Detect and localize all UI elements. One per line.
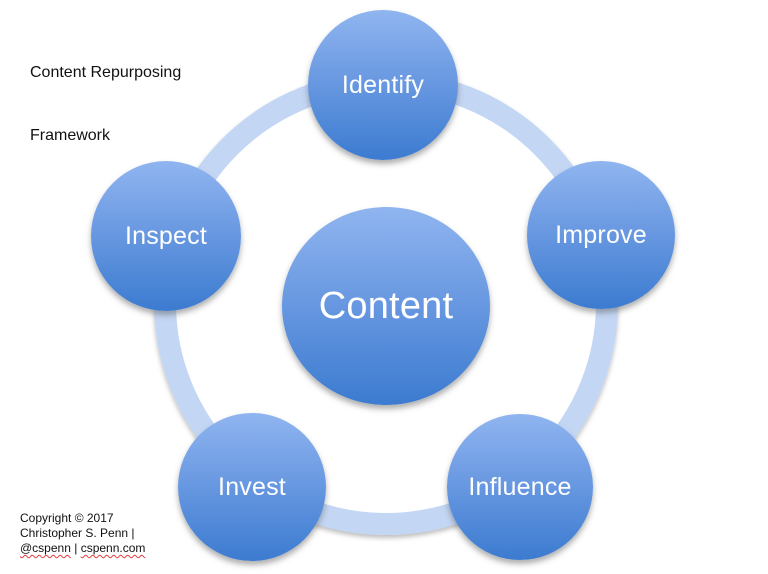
diagram-title-line1: Content Repurposing	[30, 64, 182, 81]
node-invest-label: Invest	[218, 472, 286, 501]
copyright-line3: @cspenn | cspenn.com	[20, 541, 145, 556]
website-domain: cspenn.com	[80, 541, 146, 555]
node-inspect: Inspect	[91, 161, 241, 311]
node-identify-label: Identify	[341, 70, 425, 99]
node-improve-label: Improve	[555, 220, 647, 249]
node-content-center: Content	[282, 207, 490, 405]
copyright-attribution: Copyright © 2017 Christopher S. Penn | @…	[20, 511, 145, 556]
copyright-line2: Christopher S. Penn |	[20, 526, 135, 540]
node-invest: Invest	[178, 413, 326, 561]
separator: |	[70, 541, 81, 555]
diagram-title: Content Repurposing Framework	[30, 20, 181, 188]
node-improve: Improve	[527, 161, 675, 309]
node-inspect-label: Inspect	[124, 221, 207, 250]
twitter-handle: @cspenn	[20, 541, 71, 555]
node-content-label: Content	[318, 284, 454, 327]
node-influence: Influence	[447, 414, 593, 560]
copyright-line1: Copyright © 2017	[20, 511, 114, 525]
node-influence-label: Influence	[468, 472, 572, 501]
diagram-title-line2: Framework	[30, 127, 111, 144]
node-identify: Identify	[308, 10, 458, 160]
